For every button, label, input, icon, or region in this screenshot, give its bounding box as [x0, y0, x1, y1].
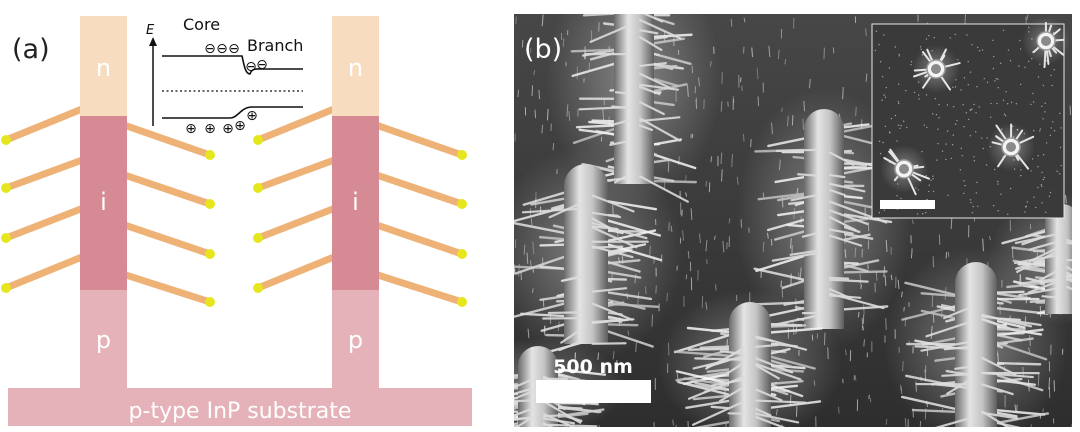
left-core-i-segment [80, 116, 127, 290]
hole: ⊕ [234, 118, 246, 134]
electron: ⊖ [245, 59, 257, 75]
hole: ⊕ [185, 121, 197, 137]
left-core-nanowire: n i p [80, 16, 127, 390]
nanowire-core [1045, 204, 1072, 314]
conduction-band [162, 55, 303, 75]
hole: ⊕ [222, 121, 234, 137]
left-core-i-label: i [100, 188, 107, 216]
top-view-nanowire [987, 123, 1035, 171]
electron: ⊖ [228, 41, 240, 57]
energy-axis-arrow [149, 37, 157, 46]
panel-b-label: (b) [524, 34, 562, 65]
scale-bar-label: 500 nm [553, 356, 633, 378]
left-core-p-segment [80, 290, 127, 390]
right-core-nanowire: n i p [332, 16, 379, 390]
right-core-p-segment [332, 290, 379, 390]
electron: ⊖ [256, 57, 268, 73]
nanowire-core [729, 302, 771, 427]
right-core-n-label: n [348, 54, 363, 82]
panel-a-label: (a) [12, 34, 50, 65]
nanowire-core [564, 164, 608, 344]
nanowire-pillar [514, 146, 683, 362]
hole: ⊕ [204, 121, 216, 137]
energy-axis-label: E [146, 23, 155, 38]
holes: ⊕ ⊕ ⊕ ⊕ ⊕ [185, 108, 258, 137]
top-view-nanowire [880, 145, 930, 196]
hole: ⊕ [246, 108, 258, 124]
nanowire-core [804, 109, 844, 329]
right-core-p-label: p [348, 326, 363, 354]
electrons: ⊖ ⊖ ⊖ ⊖ ⊖ [204, 41, 268, 75]
left-core-p-label: p [96, 326, 111, 354]
top-view-nanowire [912, 45, 961, 93]
panel-b-sem-image: (b) 500 nm [514, 14, 1072, 427]
core-label: Core [183, 15, 220, 34]
panel-a-schematic: (a) p-type InP substrate [1, 15, 472, 426]
nanowire-pillars [514, 14, 1072, 427]
nanowire-pillar [657, 289, 843, 427]
electron: ⊖ [204, 41, 216, 57]
scale-bar [536, 380, 651, 403]
band-diagram-inset: E Core Branch ⊖ ⊖ ⊖ ⊖ ⊖ ⊕ ⊕ ⊕ ⊕ ⊕ [146, 15, 303, 137]
right-core-i-segment [332, 116, 379, 290]
branch-tips [1, 135, 467, 307]
right-core-i-label: i [352, 188, 359, 216]
inset-scale-bar [880, 200, 935, 209]
nanowire-pillar [987, 193, 1072, 325]
left-core-n-label: n [96, 54, 111, 82]
right-core-n-segment [332, 16, 379, 116]
left-core-n-segment [80, 16, 127, 116]
branch-label: Branch [247, 36, 303, 55]
top-view-inset [871, 17, 1070, 219]
substrate-label: p-type InP substrate [129, 399, 352, 424]
electron: ⊖ [216, 41, 228, 57]
valence-band [162, 106, 303, 119]
substrate [8, 388, 472, 426]
top-view-nanowire [1022, 17, 1070, 69]
